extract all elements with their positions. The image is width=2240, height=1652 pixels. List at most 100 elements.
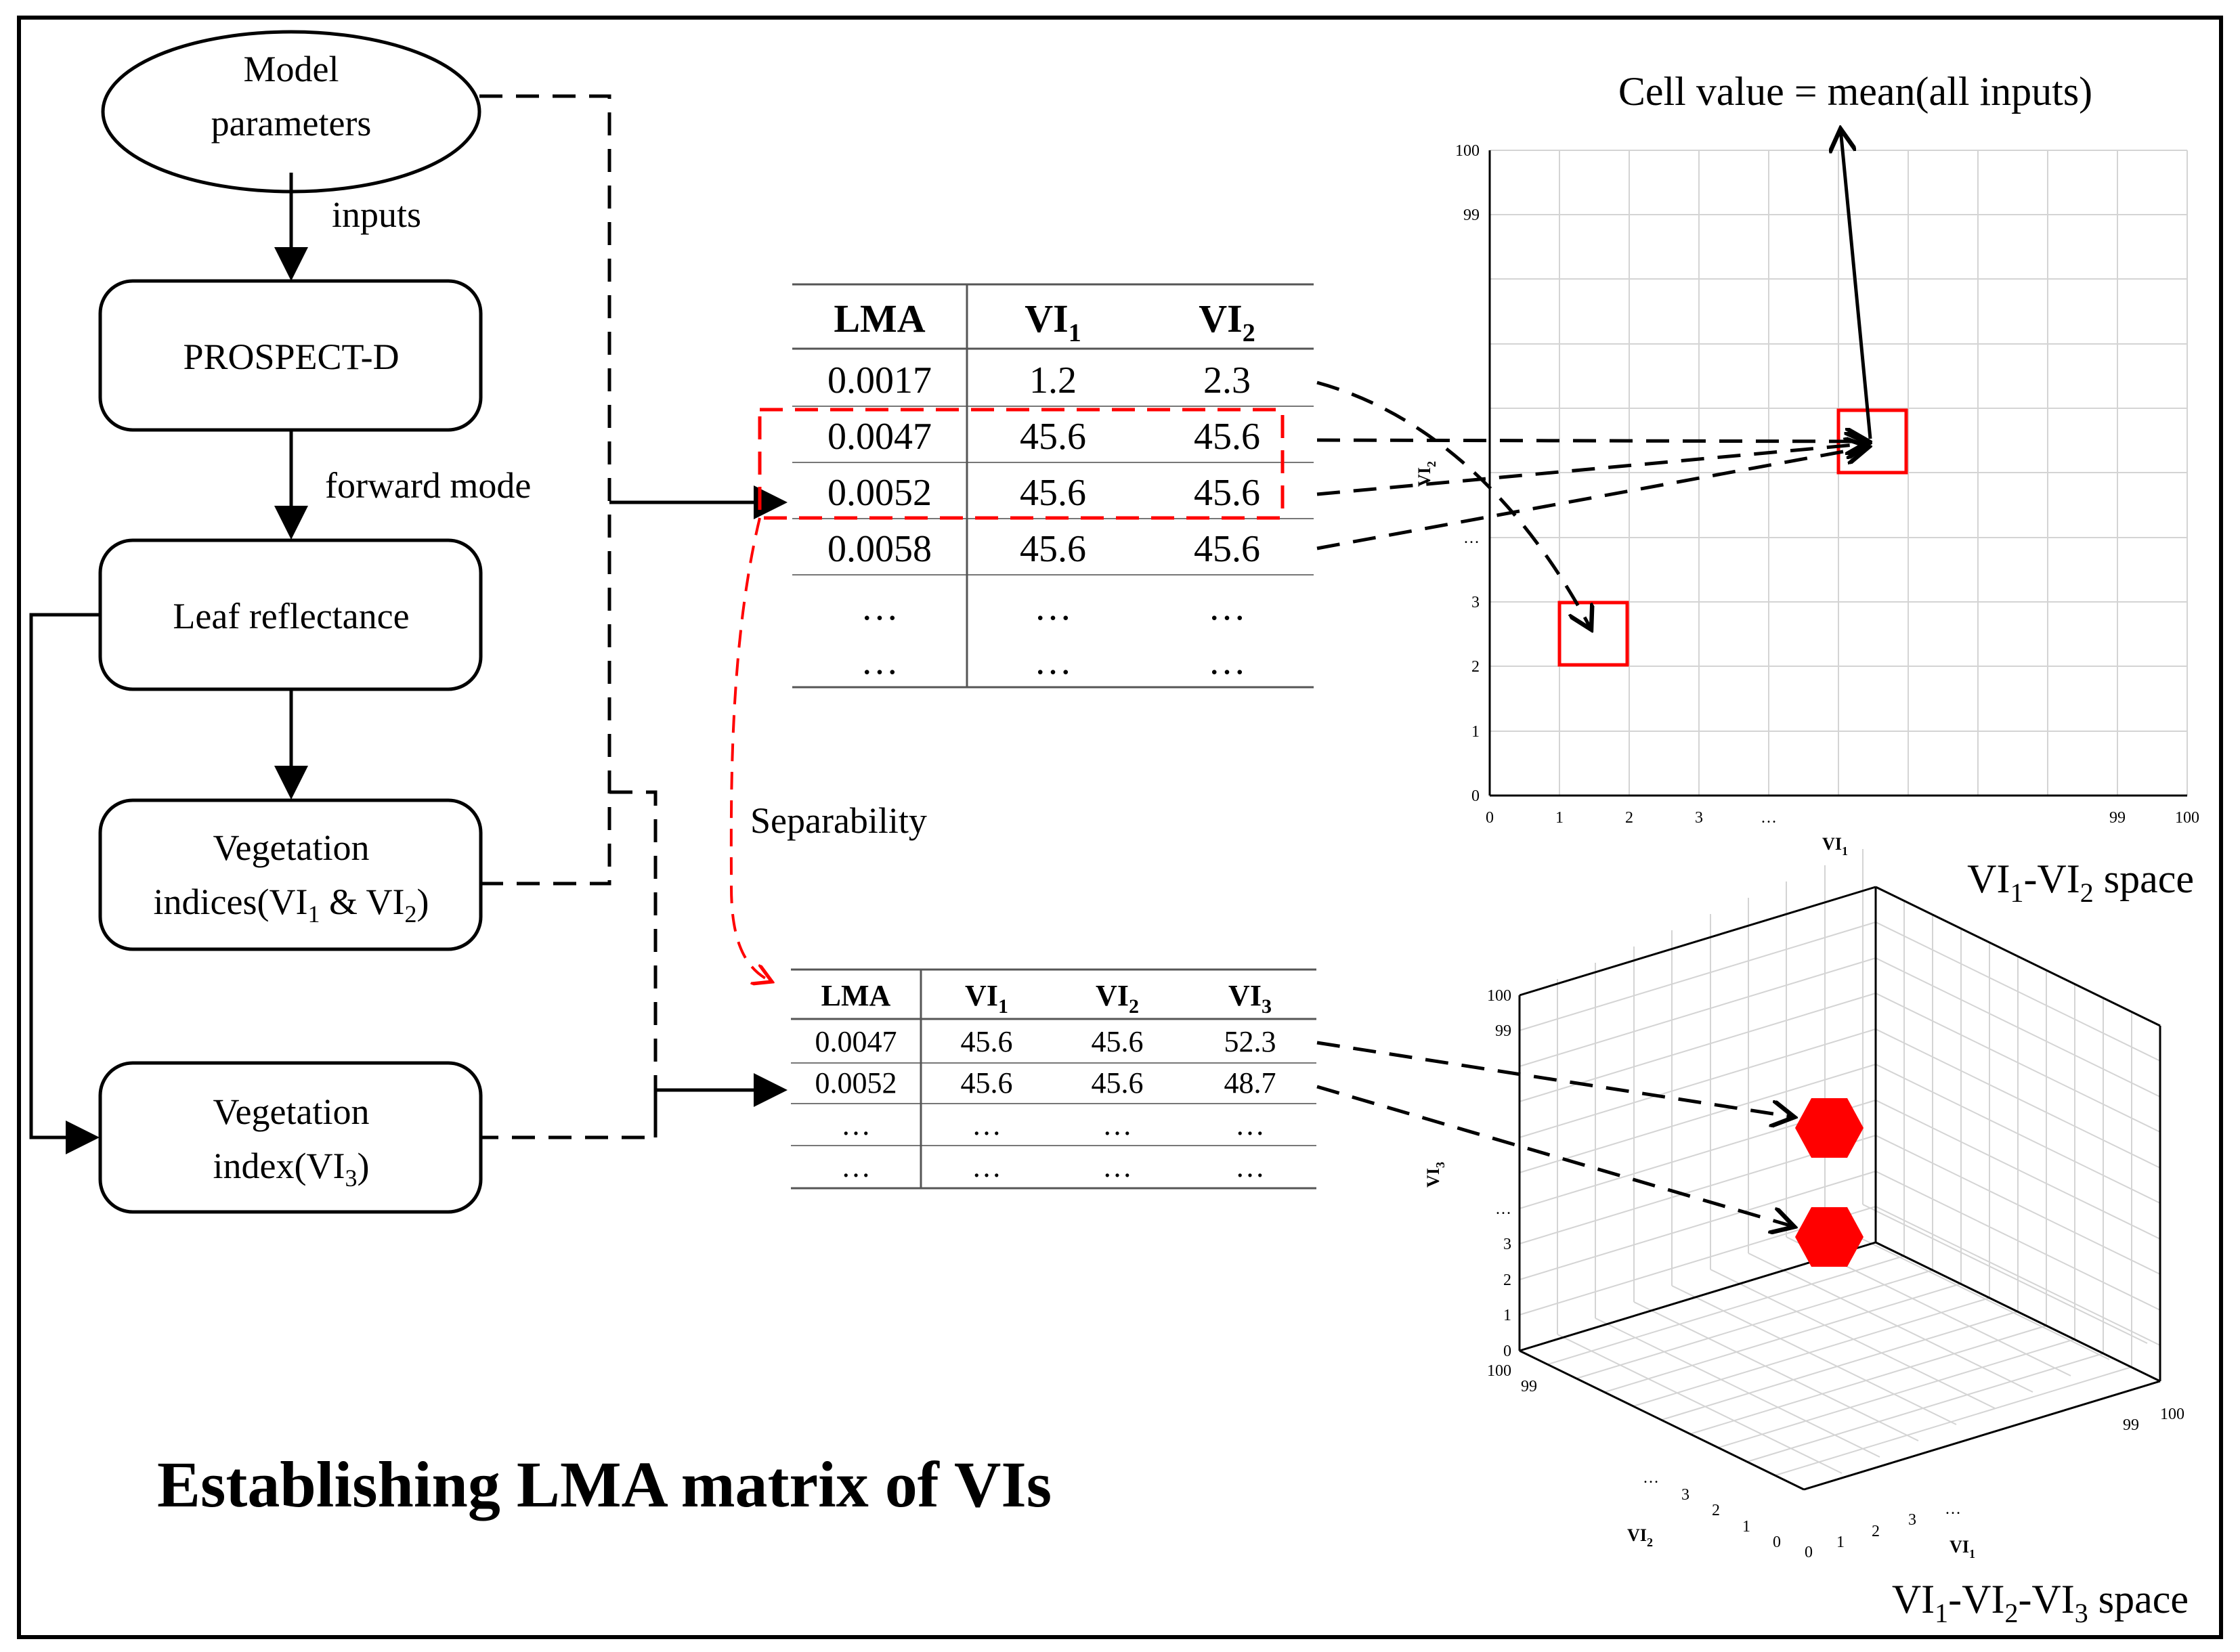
table2-row: 0.0052 45.6 45.6 48.7 [815, 1066, 1276, 1100]
table2-row: … … … … [841, 1108, 1265, 1142]
row1-to-cell-arrow [1316, 381, 1591, 630]
cell-value-label: Cell value = mean(all inputs) [1618, 69, 2092, 114]
table1-cell: 0.0052 [827, 472, 932, 514]
grid2d-x-tick: 1 [1555, 809, 1564, 827]
cube-back-left-wall [1519, 849, 1876, 1351]
model-params-dashed-link [479, 94, 611, 886]
table1-cell: 2.3 [1203, 360, 1251, 401]
table2-cell: 48.7 [1224, 1066, 1276, 1100]
grid2d-x-tick: … [1761, 809, 1777, 827]
table1-header-vi2: VI2 [1199, 297, 1255, 347]
table1-row: … … … [861, 586, 1246, 628]
leaf-to-vi3-connector [29, 613, 100, 1154]
cube-vi2-tick: … [1643, 1469, 1659, 1487]
duplicate-rows-highlight [758, 408, 1285, 520]
cube-vi2-tick: 2 [1712, 1502, 1720, 1519]
grid2d-x-label: VI1 [1822, 834, 1848, 858]
cube-vi1-tick: 0 [1805, 1544, 1813, 1561]
separability-arrow [729, 517, 772, 982]
voxel-vi3-52-3 [1795, 1098, 1864, 1158]
cube-back-right-wall [1875, 886, 2161, 1367]
table2: LMA VI1 VI2 VI3 0.0047 45.6 45.6 52.3 0.… [791, 968, 1316, 1190]
grid2d-y-tick: 2 [1471, 658, 1480, 676]
cube-vi1-tick: 1 [1836, 1534, 1845, 1551]
table2-cell: … [1102, 1150, 1132, 1183]
cube-vi2-tick: 3 [1681, 1486, 1689, 1504]
table1-cell: 45.6 [1020, 416, 1086, 458]
cube-vi1-tick: 2 [1872, 1523, 1880, 1540]
table2-cell: 0.0047 [815, 1025, 897, 1058]
grid3d-caption: VI1-VI2-VI3 space [1892, 1577, 2189, 1628]
table1-cell: 0.0017 [827, 360, 932, 401]
forward-mode-label: forward mode [325, 465, 531, 506]
table2-cell: 45.6 [1092, 1025, 1144, 1058]
table1-row: 0.0058 45.6 45.6 [827, 528, 1260, 570]
cube-vi1-tick: … [1945, 1500, 1961, 1518]
cube-z-tick: 3 [1503, 1236, 1511, 1253]
table1-cell: … [1034, 586, 1072, 628]
table2-cell: … [841, 1150, 871, 1183]
grid2d-y-tick: 0 [1471, 787, 1480, 805]
table2-cell: 45.6 [1092, 1066, 1144, 1100]
table1-cell: … [1208, 640, 1246, 682]
vegetation-index-line1: Vegetation [213, 1091, 370, 1132]
table1-cell: 45.6 [1020, 472, 1086, 514]
cube-vi2-tick: 100 [1487, 1362, 1511, 1380]
inputs-label: inputs [332, 194, 421, 235]
row3-to-cell-arrow [1316, 443, 1869, 496]
cube-z-tick: 1 [1503, 1307, 1511, 1324]
cube-z-tick: 99 [1495, 1022, 1511, 1040]
table2-cell: … [841, 1108, 871, 1142]
separability-label: Separability [750, 800, 927, 841]
table1-row: 0.0052 45.6 45.6 [827, 472, 1260, 514]
table1-row: … … … [861, 640, 1246, 682]
grid2d-y-tick: 99 [1463, 206, 1480, 224]
cube-vi1-tick: 3 [1908, 1511, 1916, 1529]
grid2d-caption: VI1-VI2 space [1967, 856, 2194, 908]
table2-row: … … … … [841, 1150, 1265, 1183]
table2-cell: 52.3 [1224, 1025, 1276, 1058]
cube-z-tick: … [1495, 1200, 1511, 1218]
table1-cell: 1.2 [1029, 360, 1077, 401]
grid2d-cell-unique [1557, 601, 1629, 667]
cube-vi2-tick: 1 [1742, 1518, 1750, 1536]
table1-header-lma: LMA [834, 297, 925, 341]
grid2d-y-tick: 100 [1455, 142, 1480, 160]
cube-z-tick: 100 [1487, 987, 1511, 1005]
cube-vi2-tick: 99 [1521, 1378, 1537, 1395]
cube-vi1-tick: 99 [2123, 1416, 2139, 1434]
table2-cell: … [1235, 1108, 1265, 1142]
grid2d-x-tick: 2 [1625, 809, 1633, 827]
table1-cell: … [861, 586, 899, 628]
cube-z-tick: 0 [1503, 1343, 1511, 1360]
table1-cell: 45.6 [1194, 416, 1260, 458]
vegetation-indices-line1: Vegetation [213, 827, 370, 868]
model-parameters-line1: Model [244, 49, 339, 89]
to-table2-arrow [653, 1073, 788, 1137]
table2-row2-to-voxel-arrow [1316, 1085, 1794, 1227]
model-parameters-line2: parameters [211, 103, 372, 144]
grid2d-x-tick: 100 [2175, 809, 2199, 827]
cube-vi1-label: VI1 [1950, 1537, 1975, 1561]
table1-row: 0.0017 1.2 2.3 [827, 360, 1251, 401]
grid2d-x-tick: 0 [1486, 809, 1494, 827]
table1-cell: … [1208, 586, 1246, 628]
grid2d-y-tick: 1 [1471, 723, 1480, 741]
table2-cell: … [1235, 1150, 1265, 1183]
grid2d-y-tick: … [1463, 529, 1480, 547]
cube-z-tick: 2 [1503, 1271, 1511, 1289]
flowchart: Model parameters inputs PROSPECT-D forwa… [29, 30, 788, 1214]
table2-row: 0.0047 45.6 45.6 52.3 [815, 1025, 1276, 1058]
vi1-vi2-grid: 0 1 2 3 … 99 100 0 1 2 3 … 99 100 VI1 VI… [1415, 69, 2199, 908]
table2-cell: 45.6 [961, 1025, 1013, 1058]
table2-cell: 0.0052 [815, 1066, 897, 1100]
grid2d-x-tick: 3 [1695, 809, 1703, 827]
cell-value-arrow [1840, 129, 1872, 439]
vi3-dashed-link [482, 790, 658, 1139]
table2-header-lma: LMA [821, 979, 891, 1012]
table1-cell: 0.0058 [827, 528, 932, 570]
table1-cell: 45.6 [1194, 472, 1260, 514]
table2-header-vi3: VI3 [1228, 979, 1272, 1018]
grid2d-x-tick: 99 [2109, 809, 2126, 827]
